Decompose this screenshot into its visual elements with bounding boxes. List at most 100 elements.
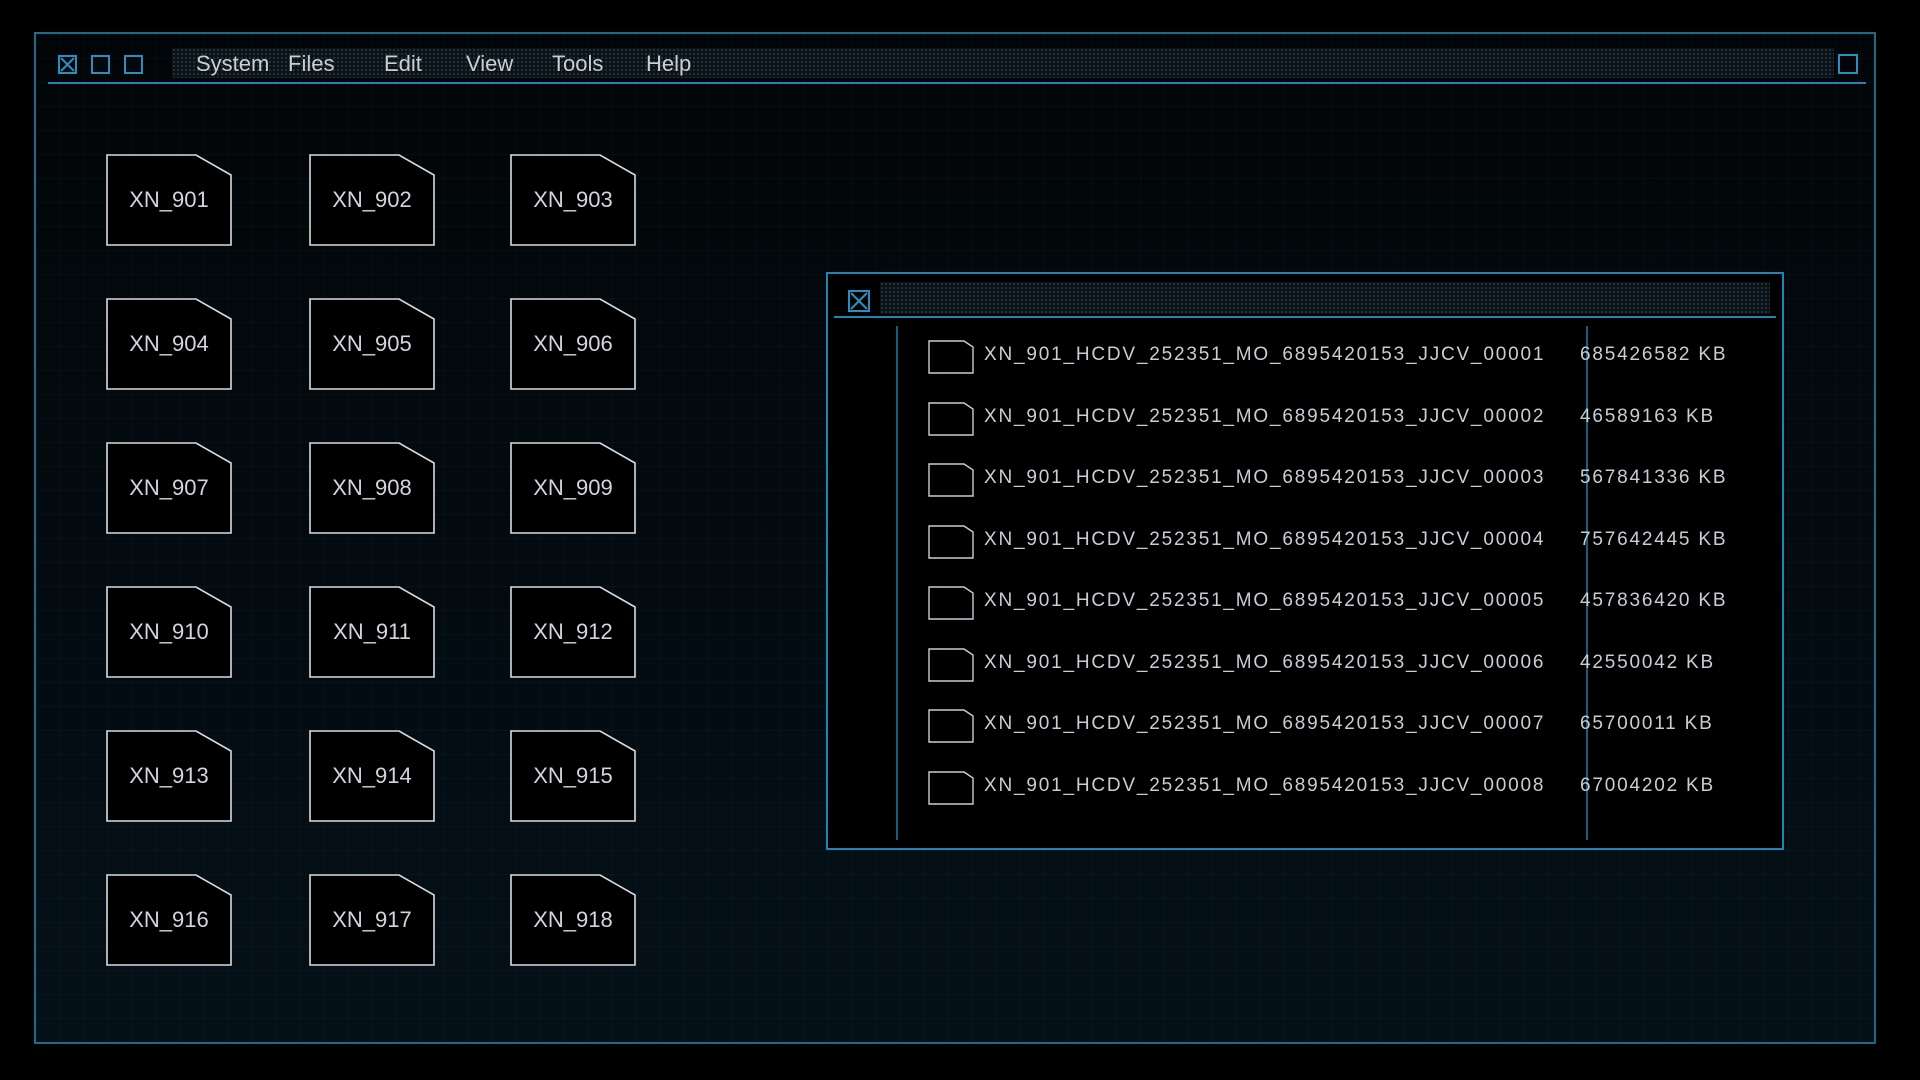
file-icon <box>309 442 435 534</box>
file-icon <box>106 586 232 678</box>
file-label: XN_918 <box>533 907 613 932</box>
file-label: XN_904 <box>129 331 209 356</box>
file-icon <box>106 298 232 390</box>
file-icon <box>309 730 435 822</box>
dialog-title-bar <box>834 280 1776 318</box>
file-label: XN_901 <box>129 187 209 212</box>
file-icon <box>106 730 232 822</box>
menu-bar: System Files Edit View Tools Help <box>48 46 1866 84</box>
maximize-window-button[interactable] <box>124 55 143 74</box>
file-size: 457836420 KB <box>1580 590 1728 611</box>
file-label: XN_915 <box>533 763 613 788</box>
close-icon <box>60 57 75 72</box>
file-list-dialog: XN_901_HCDV_252351_MO_6895420153_JJCV_00… <box>826 272 1784 850</box>
file-label: XN_911 <box>333 619 411 644</box>
file-label: XN_908 <box>332 475 412 500</box>
menu-bar-texture <box>172 48 1834 78</box>
desktop-file-icon[interactable]: XN_914 <box>309 730 435 822</box>
close-window-button[interactable] <box>58 55 77 74</box>
desktop-file-icon[interactable]: XN_901 <box>106 154 232 246</box>
desktop-file-icon[interactable]: XN_902 <box>309 154 435 246</box>
document-icon <box>928 586 974 620</box>
desktop-file-icon[interactable]: XN_915 <box>510 730 636 822</box>
file-icon <box>106 874 232 966</box>
file-size: 65700011 KB <box>1580 713 1714 734</box>
desktop-file-icon[interactable]: XN_910 <box>106 586 232 678</box>
file-size: 685426582 KB <box>1580 344 1728 365</box>
file-name: XN_901_HCDV_252351_MO_6895420153_JJCV_00… <box>984 651 1546 673</box>
file-icon <box>510 730 636 822</box>
file-list-row[interactable]: XN_901_HCDV_252351_MO_6895420153_JJCV_00… <box>928 644 1778 684</box>
document-icon <box>928 709 974 743</box>
file-name: XN_901_HCDV_252351_MO_6895420153_JJCV_00… <box>984 405 1546 427</box>
desktop-file-icon[interactable]: XN_917 <box>309 874 435 966</box>
desktop-file-icon[interactable]: XN_903 <box>510 154 636 246</box>
file-list-row[interactable]: XN_901_HCDV_252351_MO_6895420153_JJCV_00… <box>928 582 1778 622</box>
menu-help[interactable]: Help <box>646 51 692 76</box>
file-label: XN_916 <box>129 907 209 932</box>
desktop-file-icon[interactable]: XN_909 <box>510 442 636 534</box>
menu-view[interactable]: View <box>466 51 514 76</box>
file-name: XN_901_HCDV_252351_MO_6895420153_JJCV_00… <box>984 713 1546 734</box>
desktop-file-icon[interactable]: XN_907 <box>106 442 232 534</box>
file-icon <box>106 154 232 246</box>
file-name: XN_901_HCDV_252351_MO_6895420153_JJCV_00… <box>984 774 1546 796</box>
file-icon <box>510 154 636 246</box>
file-icon <box>510 874 636 966</box>
file-icon <box>309 586 435 678</box>
file-name: XN_901_HCDV_252351_MO_6895420153_JJCV_00… <box>984 467 1546 488</box>
main-window: System Files Edit View Tools Help XN_901… <box>34 32 1876 1044</box>
menu-edit[interactable]: Edit <box>384 51 422 76</box>
desktop-file-icon[interactable]: XN_918 <box>510 874 636 966</box>
file-name: XN_901_HCDV_252351_MO_6895420153_JJCV_00… <box>984 590 1546 611</box>
file-icon <box>510 298 636 390</box>
column-divider <box>896 326 898 840</box>
file-list-row[interactable]: XN_901_HCDV_252351_MO_6895420153_JJCV_00… <box>928 336 1778 376</box>
file-label: XN_906 <box>533 331 613 356</box>
file-size: 42550042 KB <box>1580 651 1715 673</box>
minimize-window-button[interactable] <box>91 55 110 74</box>
desktop-file-icon[interactable]: XN_913 <box>106 730 232 822</box>
file-list-row[interactable]: XN_901_HCDV_252351_MO_6895420153_JJCV_00… <box>928 398 1778 438</box>
desktop-file-icon[interactable]: XN_905 <box>309 298 435 390</box>
file-label: XN_905 <box>332 331 412 356</box>
file-label: XN_902 <box>332 187 412 212</box>
file-label: XN_917 <box>332 907 412 932</box>
file-size: 67004202 KB <box>1580 774 1715 796</box>
file-label: XN_910 <box>129 619 209 644</box>
file-icon <box>309 298 435 390</box>
desktop-file-icon[interactable]: XN_906 <box>510 298 636 390</box>
desktop-file-icon[interactable]: XN_911 <box>309 586 435 678</box>
file-size: 757642445 KB <box>1580 528 1728 550</box>
dialog-title-texture <box>880 282 1770 314</box>
document-icon <box>928 647 974 682</box>
desktop-file-icon[interactable]: XN_908 <box>309 442 435 534</box>
file-list-row[interactable]: XN_901_HCDV_252351_MO_6895420153_JJCV_00… <box>928 705 1778 745</box>
file-icon <box>106 442 232 534</box>
document-icon <box>928 770 974 805</box>
document-icon <box>928 340 974 374</box>
file-label: XN_914 <box>332 763 412 788</box>
menu-tools[interactable]: Tools <box>552 51 604 76</box>
file-label: XN_913 <box>129 763 209 788</box>
file-list-row[interactable]: XN_901_HCDV_252351_MO_6895420153_JJCV_00… <box>928 521 1778 561</box>
desktop-file-icon[interactable]: XN_904 <box>106 298 232 390</box>
file-list-row[interactable]: XN_901_HCDV_252351_MO_6895420153_JJCV_00… <box>928 767 1778 807</box>
document-icon <box>928 463 974 497</box>
file-icon <box>510 442 636 534</box>
menu-system[interactable]: System <box>196 51 270 76</box>
column-divider <box>1586 326 1588 840</box>
file-list-row[interactable]: XN_901_HCDV_252351_MO_6895420153_JJCV_00… <box>928 459 1778 499</box>
file-size: 567841336 KB <box>1580 467 1728 488</box>
file-icon <box>309 874 435 966</box>
corner-window-button[interactable] <box>1838 54 1858 74</box>
document-icon <box>928 401 974 436</box>
desktop-file-icon[interactable]: XN_916 <box>106 874 232 966</box>
file-icon <box>309 154 435 246</box>
dialog-close-button[interactable] <box>848 290 870 312</box>
menu-files[interactable]: Files <box>288 51 335 76</box>
file-size: 46589163 KB <box>1580 405 1715 427</box>
file-label: XN_903 <box>533 187 613 212</box>
desktop-file-icon[interactable]: XN_912 <box>510 586 636 678</box>
file-icon <box>510 586 636 678</box>
